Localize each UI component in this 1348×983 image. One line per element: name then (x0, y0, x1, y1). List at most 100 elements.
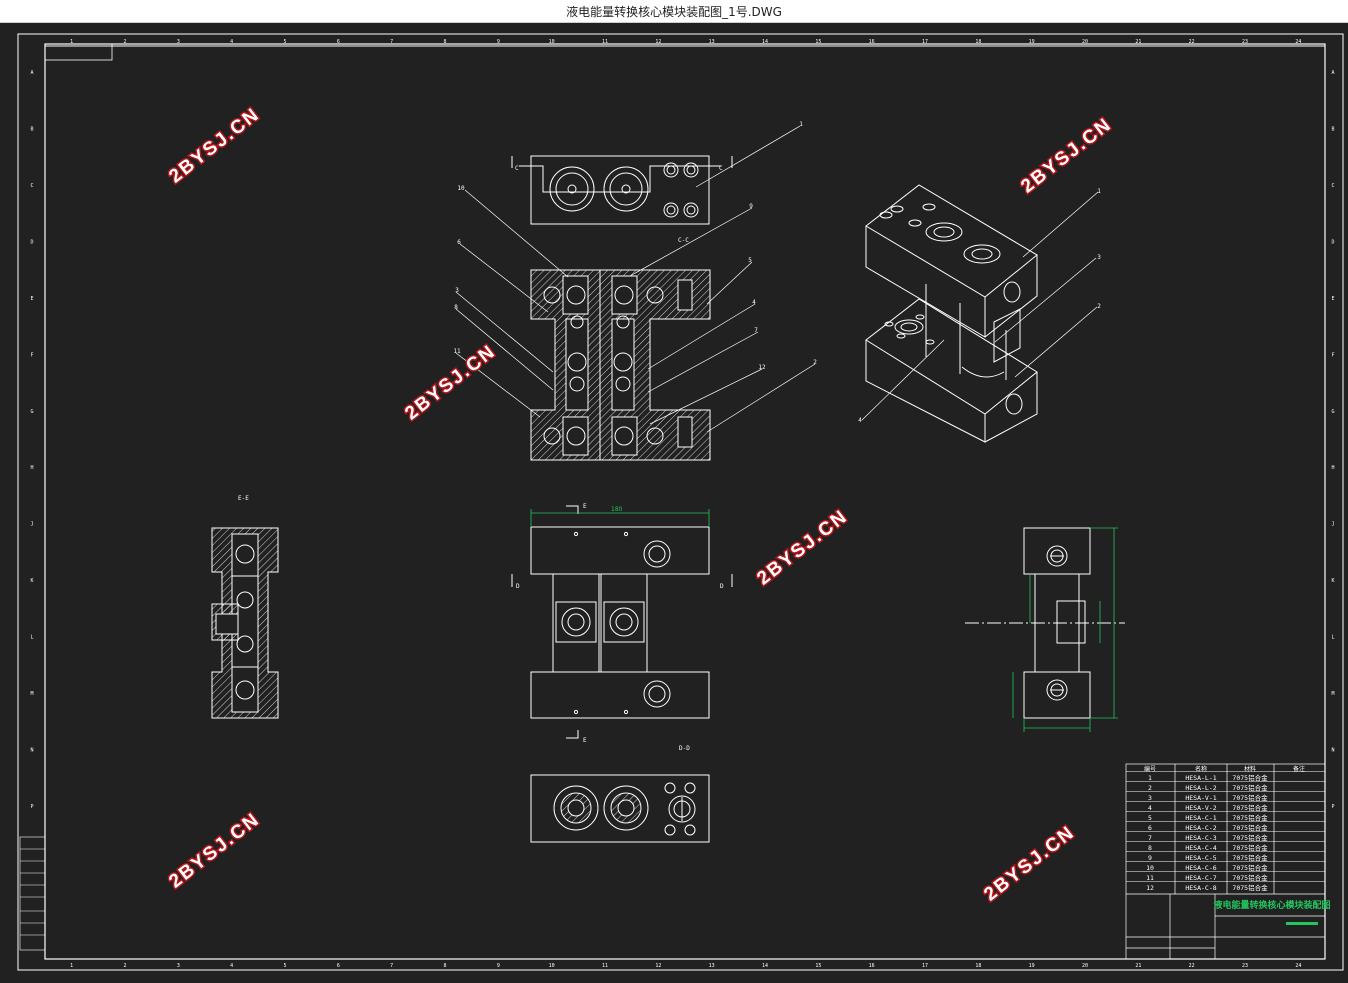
border-column-label: 19 (1029, 963, 1035, 969)
border-row-label: N (30, 747, 33, 753)
border-column-label: 7 (390, 963, 393, 969)
front-view[interactable] (511, 505, 733, 739)
border-column-label: 9 (497, 963, 500, 969)
border-row-label: M (30, 691, 33, 697)
cut-mark-d-right: D (720, 583, 724, 590)
border-row-label: C (1331, 183, 1334, 189)
section-dd-view[interactable] (530, 774, 710, 843)
parts-table-material: 7075铝合金 (1232, 873, 1268, 882)
border-column-label: 8 (443, 39, 446, 45)
border-column-label: 13 (709, 963, 715, 969)
border-row-label: H (30, 465, 33, 471)
parts-table-no: 4 (1148, 804, 1152, 812)
section-cc-label: C-C (678, 237, 689, 244)
part-balloon: 9 (749, 203, 753, 210)
watermark-text: 2BYSJ.CN (165, 809, 264, 893)
border-column-label: 2 (123, 39, 126, 45)
parts-table-name: HESA-C-2 (1185, 824, 1216, 832)
border-column-label: 21 (1135, 963, 1141, 969)
parts-table-no: 12 (1146, 884, 1154, 892)
cut-mark-e-top: E (583, 503, 587, 510)
parts-table-header: 编号 (1144, 765, 1156, 773)
border-column-label: 9 (497, 39, 500, 45)
cut-mark-d-left: D (516, 583, 520, 590)
border-row-label: F (30, 352, 33, 358)
side-view[interactable] (965, 527, 1125, 719)
border-column-label: 23 (1242, 963, 1248, 969)
border-column-label: 14 (762, 963, 768, 969)
isometric-view[interactable] (865, 184, 1038, 443)
parts-table-name: HESA-V-1 (1185, 794, 1216, 802)
part-balloon: 7 (754, 327, 758, 334)
part-balloon: 1 (1097, 188, 1101, 195)
parts-table-name: HESA-L-1 (1185, 774, 1216, 782)
parts-table-material: 7075铝合金 (1232, 833, 1268, 842)
border-column-label: 22 (1189, 39, 1195, 45)
part-balloon: 10 (457, 185, 465, 192)
section-ee-view[interactable] (211, 527, 279, 719)
border-column-label: 12 (655, 39, 661, 45)
part-balloon: 11 (453, 348, 461, 355)
parts-table-name: HESA-L-2 (1185, 784, 1216, 792)
border-row-label: H (1331, 465, 1334, 471)
border-row-label: A (1331, 70, 1334, 76)
border-column-label: 11 (602, 39, 608, 45)
border-row-label: B (30, 127, 33, 133)
parts-table-name: HESA-C-4 (1185, 844, 1216, 852)
part-balloon: 1 (799, 121, 803, 128)
parts-table-material: 7075铝合金 (1232, 813, 1268, 822)
border-column-label: 16 (869, 39, 875, 45)
border-column-label: 17 (922, 39, 928, 45)
border-row-label: E (1331, 296, 1334, 302)
parts-table-header: 备注 (1293, 765, 1305, 773)
cut-mark-c-right: C (719, 165, 723, 172)
border-column-label: 24 (1295, 39, 1301, 45)
parts-table-no: 8 (1148, 844, 1152, 852)
parts-table-name: HESA-C-7 (1185, 874, 1216, 882)
cut-mark-c-left: C (515, 165, 519, 172)
parts-table-name: HESA-C-3 (1185, 834, 1216, 842)
border-row-label: J (30, 522, 33, 528)
border-column-label: 7 (390, 39, 393, 45)
parts-table-material: 7075铝合金 (1232, 823, 1268, 832)
parts-table-header: 名称 (1195, 765, 1207, 773)
border-row-label: E (30, 296, 33, 302)
border-row-label: G (1331, 409, 1334, 415)
border-row-label: D (1331, 240, 1334, 246)
part-balloon: 4 (752, 299, 756, 306)
border-row-label: C (30, 183, 33, 189)
border-column-label: 4 (230, 963, 233, 969)
border-column-label: 10 (549, 963, 555, 969)
top-plan-view[interactable] (511, 155, 733, 225)
border-column-label: 6 (337, 39, 340, 45)
parts-table-no: 2 (1148, 784, 1152, 792)
part-balloon: 3 (1097, 254, 1101, 261)
border-column-label: 3 (177, 963, 180, 969)
parts-table-name: HESA-C-5 (1185, 854, 1216, 862)
border-row-label: F (1331, 352, 1334, 358)
drawing-border (17, 33, 1344, 971)
watermark-text: 2BYSJ.CN (401, 341, 500, 425)
part-balloon: 2 (813, 359, 817, 366)
border-column-label: 18 (975, 963, 981, 969)
border-row-label: J (1331, 522, 1334, 528)
border-column-label: 5 (283, 963, 286, 969)
border-column-label: 1 (70, 39, 73, 45)
border-column-label: 24 (1295, 963, 1301, 969)
parts-table-header: 材料 (1244, 765, 1256, 773)
part-balloon: 5 (748, 257, 752, 264)
parts-table-name: HESA-C-6 (1185, 864, 1216, 872)
border-column-label: 17 (922, 963, 928, 969)
title-block-mark (1286, 922, 1318, 925)
border-row-label: K (30, 578, 33, 584)
watermark-text: 2BYSJ.CN (980, 822, 1079, 906)
section-cc-view[interactable] (530, 269, 711, 461)
border-column-label: 15 (815, 963, 821, 969)
watermark-text: 2BYSJ.CN (165, 104, 264, 188)
